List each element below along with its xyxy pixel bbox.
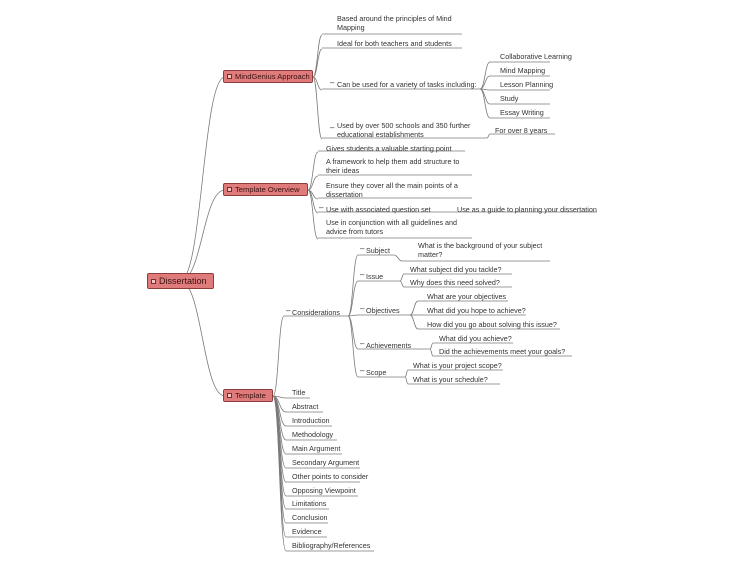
connector-line xyxy=(179,189,226,282)
collapse-mark-icon[interactable]: – xyxy=(360,366,365,375)
branch-node-mindgenius-approach[interactable]: MindGenius Approach xyxy=(223,70,313,83)
topic-task-item[interactable]: Study xyxy=(500,94,519,103)
connector-line xyxy=(404,376,409,385)
collapse-mark-icon[interactable]: – xyxy=(360,304,365,313)
connector-line xyxy=(312,76,323,91)
section-item[interactable]: Secondary Argument xyxy=(292,458,360,467)
question-item[interactable]: What did you hope to achieve? xyxy=(427,306,526,315)
connector-line xyxy=(347,314,359,317)
connector-line xyxy=(347,315,359,378)
connector-line xyxy=(272,395,287,552)
connector-line xyxy=(272,315,285,397)
section-item[interactable]: Main Argument xyxy=(292,444,341,453)
collapse-mark-icon[interactable]: – xyxy=(330,123,335,132)
connector-line xyxy=(307,189,319,240)
connector-line xyxy=(312,48,323,78)
collapse-toggle-icon[interactable] xyxy=(227,393,232,398)
section-item[interactable]: Abstract xyxy=(292,402,319,411)
collapse-mark-icon[interactable]: – xyxy=(319,203,324,212)
topic-planning-guide[interactable]: Use as a guide to planning your disserta… xyxy=(457,205,597,214)
question-item[interactable]: What subject did you tackle? xyxy=(410,265,502,274)
connector-line xyxy=(307,189,319,214)
connector-line xyxy=(393,254,403,262)
topic-task-item[interactable]: Mind Mapping xyxy=(500,66,546,75)
connector-line xyxy=(479,75,491,90)
collapse-toggle-icon[interactable] xyxy=(227,187,232,192)
branch-node-template-overview[interactable]: Template Overview xyxy=(223,183,308,196)
collapse-toggle-icon[interactable] xyxy=(151,278,156,284)
connector-line xyxy=(307,175,319,191)
question-item[interactable]: What is your project scope? xyxy=(413,361,502,370)
question-item[interactable]: Why does this need solved? xyxy=(410,278,500,287)
connector-line xyxy=(347,254,359,317)
connector-line xyxy=(409,300,419,316)
topic-framework[interactable]: A framework to help them add structure t… xyxy=(326,157,460,175)
section-item[interactable]: Bibliography/References xyxy=(292,541,371,550)
question-item[interactable]: What are your objectives xyxy=(427,292,507,301)
topic-subject[interactable]: Subject xyxy=(366,246,390,255)
question-item[interactable]: What did you achieve? xyxy=(439,334,512,343)
topic-objectives[interactable]: Objectives xyxy=(366,306,400,315)
section-item[interactable]: Title xyxy=(292,388,306,397)
connector-line xyxy=(409,314,419,330)
topic-cover-points[interactable]: Ensure they cover all the main points of… xyxy=(326,181,458,199)
topic-used-by-schools[interactable]: Used by over 500 schools and 350 further… xyxy=(337,121,471,139)
topic-principles[interactable]: Based around the principles of Mind Mapp… xyxy=(337,14,452,32)
topic-conjunction[interactable]: Use in conjunction with all guidelines a… xyxy=(326,218,458,236)
topic-ideal[interactable]: Ideal for both teachers and students xyxy=(337,39,452,48)
question-item[interactable]: What is the background of your subject m… xyxy=(418,241,543,259)
root-node-label: Dissertation xyxy=(159,276,207,286)
section-item[interactable]: Opposing Viewpoint xyxy=(292,486,356,495)
collapse-mark-icon[interactable]: – xyxy=(286,306,291,315)
connector-line xyxy=(307,151,319,191)
section-item[interactable]: Other points to consider xyxy=(292,472,369,481)
collapse-mark-icon[interactable]: – xyxy=(360,270,365,279)
section-item[interactable]: Introduction xyxy=(292,416,330,425)
question-item[interactable]: What is your schedule? xyxy=(413,375,488,384)
section-item[interactable]: Evidence xyxy=(292,527,322,536)
connector-line xyxy=(179,280,226,397)
section-item[interactable]: Methodology xyxy=(292,430,334,439)
topic-achievements[interactable]: Achievements xyxy=(366,341,412,350)
collapse-mark-icon[interactable]: – xyxy=(360,339,365,348)
question-item[interactable]: Did the achievements meet your goals? xyxy=(439,347,566,356)
branch-label: MindGenius Approach xyxy=(235,72,310,81)
topic-task-item[interactable]: Lesson Planning xyxy=(500,80,554,89)
connector-line xyxy=(347,280,359,317)
section-item[interactable]: Conclusion xyxy=(292,513,328,522)
topic-issue[interactable]: Issue xyxy=(366,272,384,281)
topic-considerations[interactable]: Considerations xyxy=(292,308,340,317)
connector-line xyxy=(312,76,323,140)
root-node-dissertation[interactable]: Dissertation xyxy=(147,273,214,289)
connector-line xyxy=(486,133,491,139)
branch-node-template[interactable]: Template xyxy=(223,389,273,402)
topic-question-set[interactable]: Use with associated question set xyxy=(326,205,431,214)
connector-line xyxy=(179,76,226,282)
collapse-mark-icon[interactable]: – xyxy=(360,244,365,253)
topic-eight-years[interactable]: For over 8 years xyxy=(495,126,548,135)
section-item[interactable]: Limitations xyxy=(292,499,327,508)
connector-line xyxy=(479,88,491,119)
connector-line xyxy=(429,348,434,357)
collapse-toggle-icon[interactable] xyxy=(227,74,232,79)
branch-label: Template Overview xyxy=(235,185,300,194)
topic-task-item[interactable]: Collaborative Learning xyxy=(500,52,572,61)
connector-line xyxy=(429,342,434,350)
connector-line xyxy=(479,61,491,90)
topic-tasks[interactable]: Can be used for a variety of tasks inclu… xyxy=(337,80,477,89)
topic-task-item[interactable]: Essay Writing xyxy=(500,108,544,117)
connector-line xyxy=(399,273,405,282)
topic-scope[interactable]: Scope xyxy=(366,368,387,377)
question-item[interactable]: How did you go about solving this issue? xyxy=(427,320,557,329)
collapse-mark-icon[interactable]: – xyxy=(330,78,335,87)
connector-line xyxy=(404,369,409,378)
connector-line xyxy=(312,34,323,78)
topic-starting-point[interactable]: Gives students a valuable starting point xyxy=(326,144,452,153)
connector-line xyxy=(399,280,405,288)
branch-label: Template xyxy=(235,391,266,400)
